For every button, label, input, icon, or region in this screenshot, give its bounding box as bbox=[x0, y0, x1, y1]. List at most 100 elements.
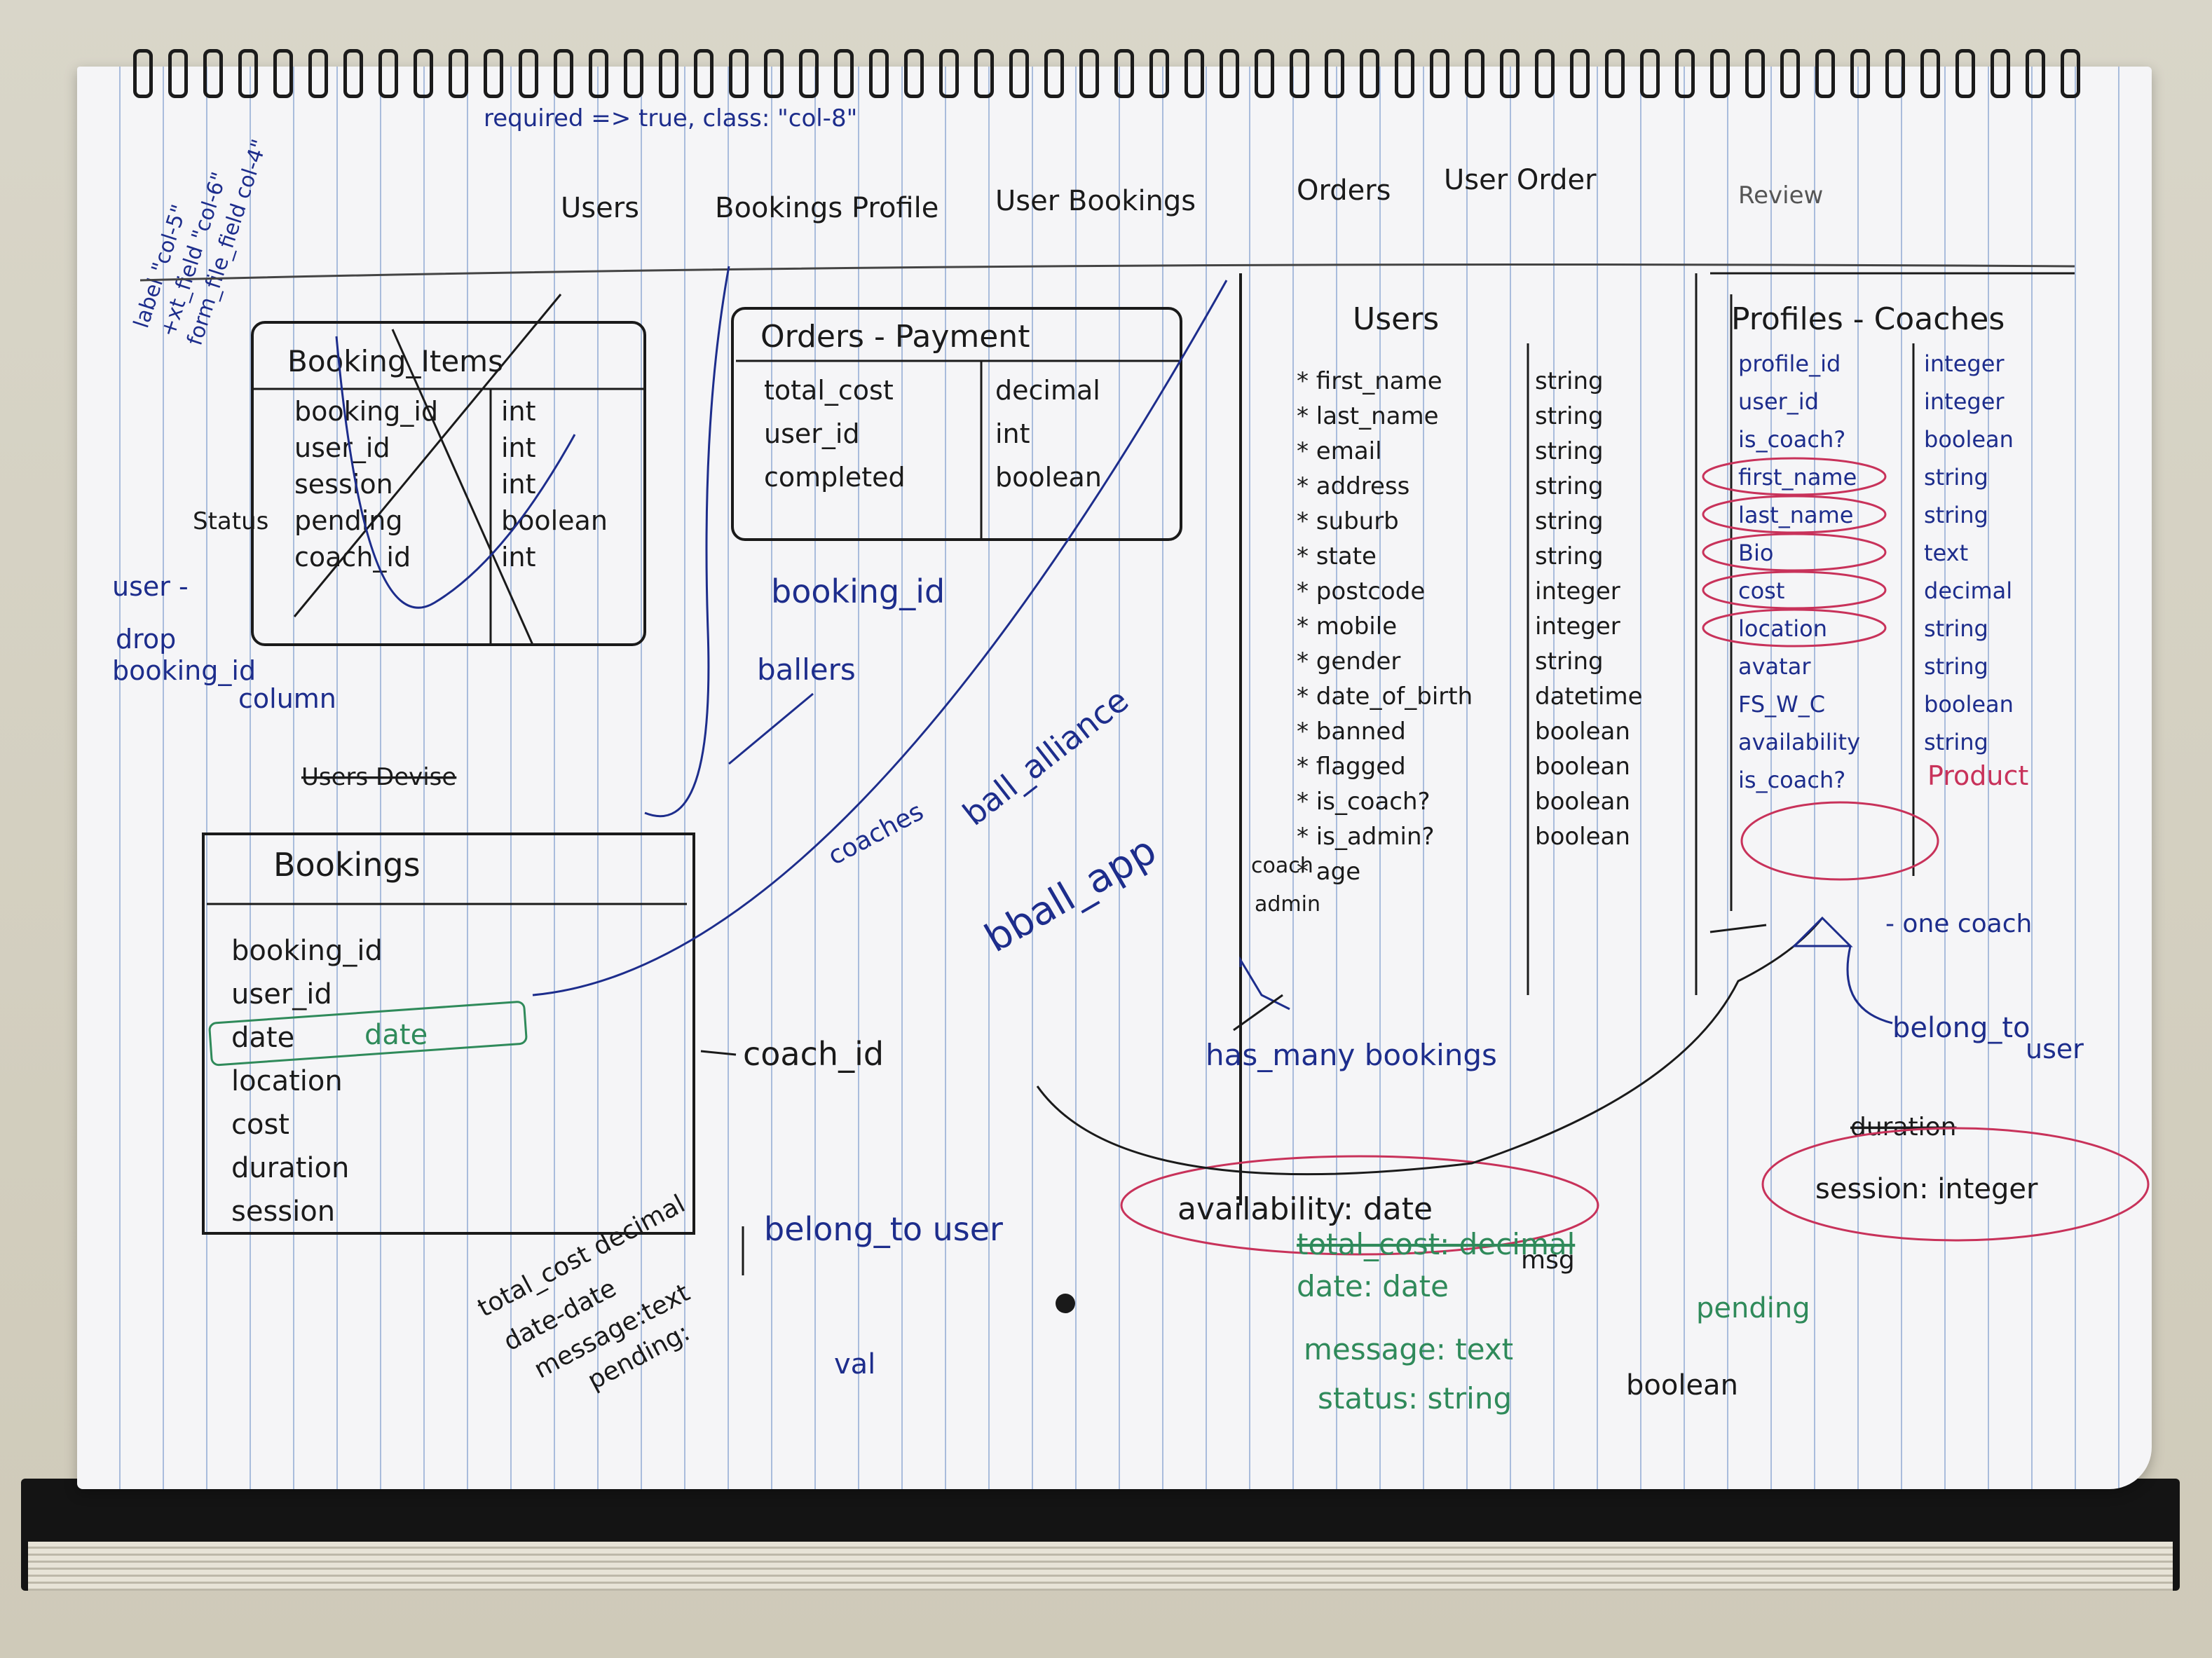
users-field-type: integer bbox=[1535, 612, 1620, 640]
users-field-name: * age bbox=[1297, 858, 1360, 886]
spiral-ring bbox=[1360, 49, 1379, 98]
bookings-field-name: duration bbox=[231, 1152, 349, 1184]
booking-items-field-type: int bbox=[501, 542, 536, 573]
profiles-field-type: integer bbox=[1924, 350, 2005, 377]
users-field-name: * banned bbox=[1297, 718, 1406, 746]
users-field-name: * last_name bbox=[1297, 402, 1439, 430]
spiral-ring bbox=[203, 49, 223, 98]
spiral-ring bbox=[1220, 49, 1239, 98]
profiles-field-type: string bbox=[1924, 653, 1988, 680]
users-field-type: boolean bbox=[1535, 718, 1630, 746]
users-field-name: * mobile bbox=[1297, 612, 1397, 640]
profiles-field-name: is_coach? bbox=[1738, 767, 1845, 793]
spiral-ring bbox=[343, 49, 363, 98]
header-underline bbox=[139, 263, 2075, 282]
bookings-field-name: location bbox=[231, 1065, 343, 1097]
highlight-circle bbox=[1702, 533, 1887, 572]
spiral-ring bbox=[1640, 49, 1660, 98]
spiral-ring bbox=[1885, 49, 1905, 98]
tab-review: Review bbox=[1738, 181, 1823, 210]
spiral-ring bbox=[589, 49, 608, 98]
spiral-ring bbox=[1780, 49, 1800, 98]
header-note: required => true, class: "col-8" bbox=[484, 104, 857, 132]
spiral-ring bbox=[168, 49, 188, 98]
profiles-field-type: boolean bbox=[1924, 691, 2014, 718]
profiles-field-type: string bbox=[1924, 729, 1988, 755]
tab-user-bookings: User Bookings bbox=[995, 185, 1196, 217]
spiral-ring bbox=[519, 49, 538, 98]
spiral-ring bbox=[1815, 49, 1835, 98]
orders-field-name: completed bbox=[764, 462, 906, 493]
bookings-title: Bookings bbox=[273, 846, 421, 884]
svg-text:user -: user - bbox=[112, 571, 189, 602]
spiral-ring bbox=[449, 49, 468, 98]
booking-items-field-name: session bbox=[294, 469, 393, 500]
profiles-field-name: avatar bbox=[1738, 653, 1811, 680]
users-devise-note: Users Devise bbox=[301, 763, 456, 791]
highlight-circle bbox=[1702, 495, 1887, 534]
users-field-type: boolean bbox=[1535, 823, 1630, 851]
profiles-title: Profiles - Coaches bbox=[1731, 301, 2005, 337]
spiral-ring bbox=[1955, 49, 1975, 98]
users-role-label: admin bbox=[1255, 892, 1320, 917]
bottom-green-message: message: text bbox=[1304, 1332, 1513, 1366]
spiral-ring bbox=[1991, 49, 2010, 98]
orders-field-name: user_id bbox=[764, 418, 860, 449]
users-title: Users bbox=[1353, 301, 1439, 337]
users-field-name: * gender bbox=[1297, 648, 1400, 676]
svg-text:column: column bbox=[238, 683, 336, 714]
spiral-ring bbox=[694, 49, 714, 98]
users-field-name: * flagged bbox=[1297, 753, 1406, 781]
bottom-green-status: status: string bbox=[1318, 1381, 1512, 1416]
highlight-circle bbox=[1740, 801, 1939, 881]
users-field-name: * address bbox=[1297, 472, 1409, 500]
bottom-belong-to: belong_to user bbox=[764, 1210, 1003, 1248]
users-field-name: * date_of_birth bbox=[1297, 683, 1473, 711]
profiles-field-name: Bio bbox=[1738, 540, 1773, 566]
users-field-type: string bbox=[1535, 437, 1604, 465]
booking-items-field-name: pending bbox=[294, 505, 402, 536]
profiles-field-type: string bbox=[1924, 464, 1988, 491]
spiral-ring bbox=[904, 49, 924, 98]
tab-orders: Orders bbox=[1297, 174, 1391, 207]
profiles-field-type: string bbox=[1924, 615, 1988, 642]
profiles-field-type: boolean bbox=[1924, 426, 2014, 453]
users-field-name: * postcode bbox=[1297, 577, 1425, 605]
spiral-ring bbox=[624, 49, 643, 98]
booking-items-status-note: Status bbox=[193, 507, 268, 535]
bookings-coach-id: coach_id bbox=[743, 1035, 884, 1073]
app-notes: coaches ball_alliance bball_app bbox=[824, 681, 1164, 962]
highlight-circle bbox=[1702, 570, 1887, 610]
spiral-ring bbox=[2061, 49, 2080, 98]
users-field-type: string bbox=[1535, 472, 1604, 500]
users-field-type: string bbox=[1535, 402, 1604, 430]
bottom-notes: total_cost decimal date-date message:tex… bbox=[473, 1155, 1810, 1416]
users-field-type: boolean bbox=[1535, 788, 1630, 816]
orders-field-type: boolean bbox=[995, 462, 1102, 493]
spiral-ring bbox=[1850, 49, 1870, 98]
spiral-ring bbox=[1044, 49, 1064, 98]
profiles-field-name: availability bbox=[1738, 729, 1860, 755]
spiral-ring bbox=[1465, 49, 1484, 98]
orders-title: Orders - Payment bbox=[760, 319, 1030, 355]
bottom-val: val bbox=[834, 1348, 875, 1380]
booking-items-field-type: boolean bbox=[501, 505, 608, 536]
margin-note: label "col-5" +xt_field "col-6" form_fil… bbox=[129, 137, 272, 349]
spiral-ring bbox=[729, 49, 749, 98]
users-field-name: * is_admin? bbox=[1297, 823, 1435, 851]
profiles-field-type: decimal bbox=[1924, 577, 2012, 604]
spiral-ring bbox=[378, 49, 398, 98]
users-field-name: * suburb bbox=[1297, 507, 1399, 535]
profiles-field-name: cost bbox=[1738, 577, 1784, 604]
users-field-name: * is_coach? bbox=[1297, 788, 1431, 816]
bookings-field-name: cost bbox=[231, 1109, 289, 1141]
svg-text:booking_id: booking_id bbox=[112, 655, 256, 686]
booking-items-title: Booking_Items bbox=[287, 344, 503, 378]
spiral-ring bbox=[1535, 49, 1555, 98]
profiles-product: Product bbox=[1927, 760, 2028, 791]
booking-items-field-type: int bbox=[501, 469, 536, 500]
